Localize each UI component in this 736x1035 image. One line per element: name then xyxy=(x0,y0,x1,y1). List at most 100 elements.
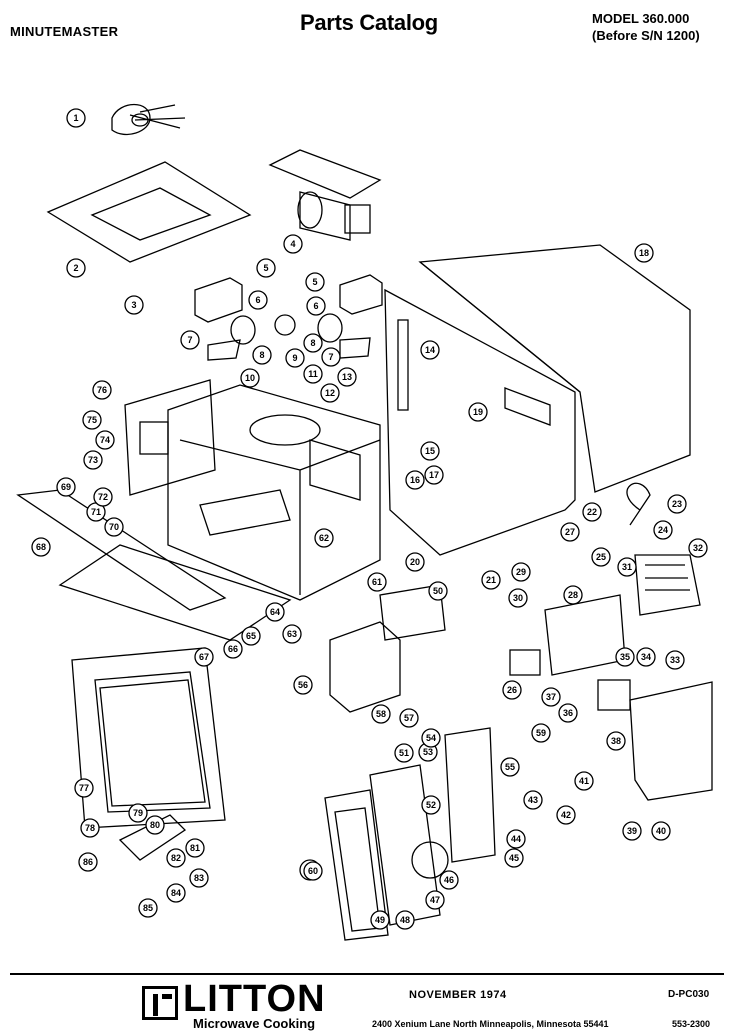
callout-label: 52 xyxy=(426,800,436,810)
callout-label: 25 xyxy=(596,552,606,562)
callout-label: 16 xyxy=(410,475,420,485)
callout-label: 54 xyxy=(426,733,436,743)
litton-logo-text: LITTON xyxy=(183,978,326,1020)
callout-label: 60 xyxy=(308,866,318,876)
callout-79: 79 xyxy=(128,803,148,823)
callout-35: 35 xyxy=(615,647,635,667)
callout-4: 4 xyxy=(283,234,303,254)
callout-label: 10 xyxy=(245,373,255,383)
callout-9: 9 xyxy=(285,348,305,368)
callout-group: 1 2 3 4 5 5 6 6 7 7 8 8 9 10 11 12 13 14… xyxy=(31,108,708,930)
callout-41: 41 xyxy=(574,771,594,791)
callout-12: 12 xyxy=(320,383,340,403)
callout-84: 84 xyxy=(166,883,186,903)
callout-label: 6 xyxy=(313,301,318,311)
callout-6b: 6 xyxy=(306,296,326,316)
callout-label: 42 xyxy=(561,810,571,820)
callout-46: 46 xyxy=(439,870,459,890)
callout-label: 58 xyxy=(376,709,386,719)
magnetron-drawing xyxy=(329,584,446,713)
callout-75: 75 xyxy=(82,410,102,430)
callout-label: 44 xyxy=(511,834,521,844)
callout-26: 26 xyxy=(502,680,522,700)
callout-22: 22 xyxy=(582,502,602,522)
callout-label: 78 xyxy=(85,823,95,833)
callout-label: 29 xyxy=(516,567,526,577)
callout-label: 1 xyxy=(73,113,78,123)
callout-label: 49 xyxy=(375,915,385,925)
callout-label: 62 xyxy=(319,533,329,543)
oven-cavity-drawing xyxy=(167,384,381,601)
callout-label: 84 xyxy=(171,888,181,898)
callout-label: 33 xyxy=(670,655,680,665)
callout-label: 24 xyxy=(658,525,668,535)
callout-label: 80 xyxy=(150,820,160,830)
callout-label: 34 xyxy=(641,652,651,662)
callout-label: 75 xyxy=(87,415,97,425)
callout-85: 85 xyxy=(138,898,158,918)
callout-19: 19 xyxy=(468,402,488,422)
callout-label: 9 xyxy=(292,353,297,363)
control-window-drawing xyxy=(139,421,169,455)
blower-assembly-drawing xyxy=(268,149,382,241)
callout-73: 73 xyxy=(83,450,103,470)
callout-label: 85 xyxy=(143,903,153,913)
document-code: D-PC030 xyxy=(668,989,710,1000)
callout-10: 10 xyxy=(240,368,260,388)
callout-2: 2 xyxy=(66,258,86,278)
callout-label: 32 xyxy=(693,543,703,553)
callout-33: 33 xyxy=(665,650,685,670)
litton-logo-mark xyxy=(142,986,178,1020)
callout-21: 21 xyxy=(481,570,501,590)
callout-label: 14 xyxy=(425,345,435,355)
switch-drawing xyxy=(274,314,296,336)
callout-68: 68 xyxy=(31,537,51,557)
callout-8a: 8 xyxy=(252,345,272,365)
callout-label: 79 xyxy=(133,808,143,818)
callout-label: 2 xyxy=(73,263,78,273)
callout-32: 32 xyxy=(688,538,708,558)
callout-69: 69 xyxy=(56,477,76,497)
callout-label: 36 xyxy=(563,708,573,718)
dial-drawing xyxy=(411,841,449,879)
callout-56: 56 xyxy=(293,675,313,695)
callout-72: 72 xyxy=(93,487,113,507)
callout-label: 71 xyxy=(91,507,101,517)
lamp-right-drawing xyxy=(317,313,343,343)
escutcheon-drawing xyxy=(369,764,441,926)
control-plate-drawing xyxy=(444,727,496,863)
callout-label: 82 xyxy=(171,853,181,863)
callout-label: 63 xyxy=(287,629,297,639)
line-cord-drawing xyxy=(626,482,651,526)
callout-5b: 5 xyxy=(305,272,325,292)
control-cover-drawing xyxy=(629,681,713,801)
callout-label: 45 xyxy=(509,853,519,863)
callout-label: 47 xyxy=(430,895,440,905)
callout-48: 48 xyxy=(395,910,415,930)
callout-label: 31 xyxy=(622,562,632,572)
callout-label: 72 xyxy=(98,492,108,502)
fan-blade-drawing xyxy=(111,104,186,135)
callout-58: 58 xyxy=(371,704,391,724)
callout-label: 64 xyxy=(270,607,280,617)
callout-36: 36 xyxy=(558,703,578,723)
model-info: MODEL 360.000 (Before S/N 1200) xyxy=(592,10,700,44)
callout-40: 40 xyxy=(651,821,671,841)
callout-49: 49 xyxy=(370,910,390,930)
callout-25: 25 xyxy=(591,547,611,567)
page-title: Parts Catalog xyxy=(300,10,438,35)
callout-20: 20 xyxy=(405,552,425,572)
callout-67: 67 xyxy=(194,647,214,667)
exploded-parts-diagram: 1 2 3 4 5 5 6 6 7 7 8 8 9 10 11 12 13 14… xyxy=(16,104,713,941)
callout-label: 26 xyxy=(507,685,517,695)
callout-label: 86 xyxy=(83,857,93,867)
transformer-drawing xyxy=(634,554,701,616)
callout-label: 4 xyxy=(290,239,295,249)
callout-label: 12 xyxy=(325,388,335,398)
callout-label: 67 xyxy=(199,652,209,662)
callout-label: 28 xyxy=(568,590,578,600)
callout-77: 77 xyxy=(74,778,94,798)
callout-label: 57 xyxy=(404,713,414,723)
callout-label: 43 xyxy=(528,795,538,805)
callout-15: 15 xyxy=(420,441,440,461)
